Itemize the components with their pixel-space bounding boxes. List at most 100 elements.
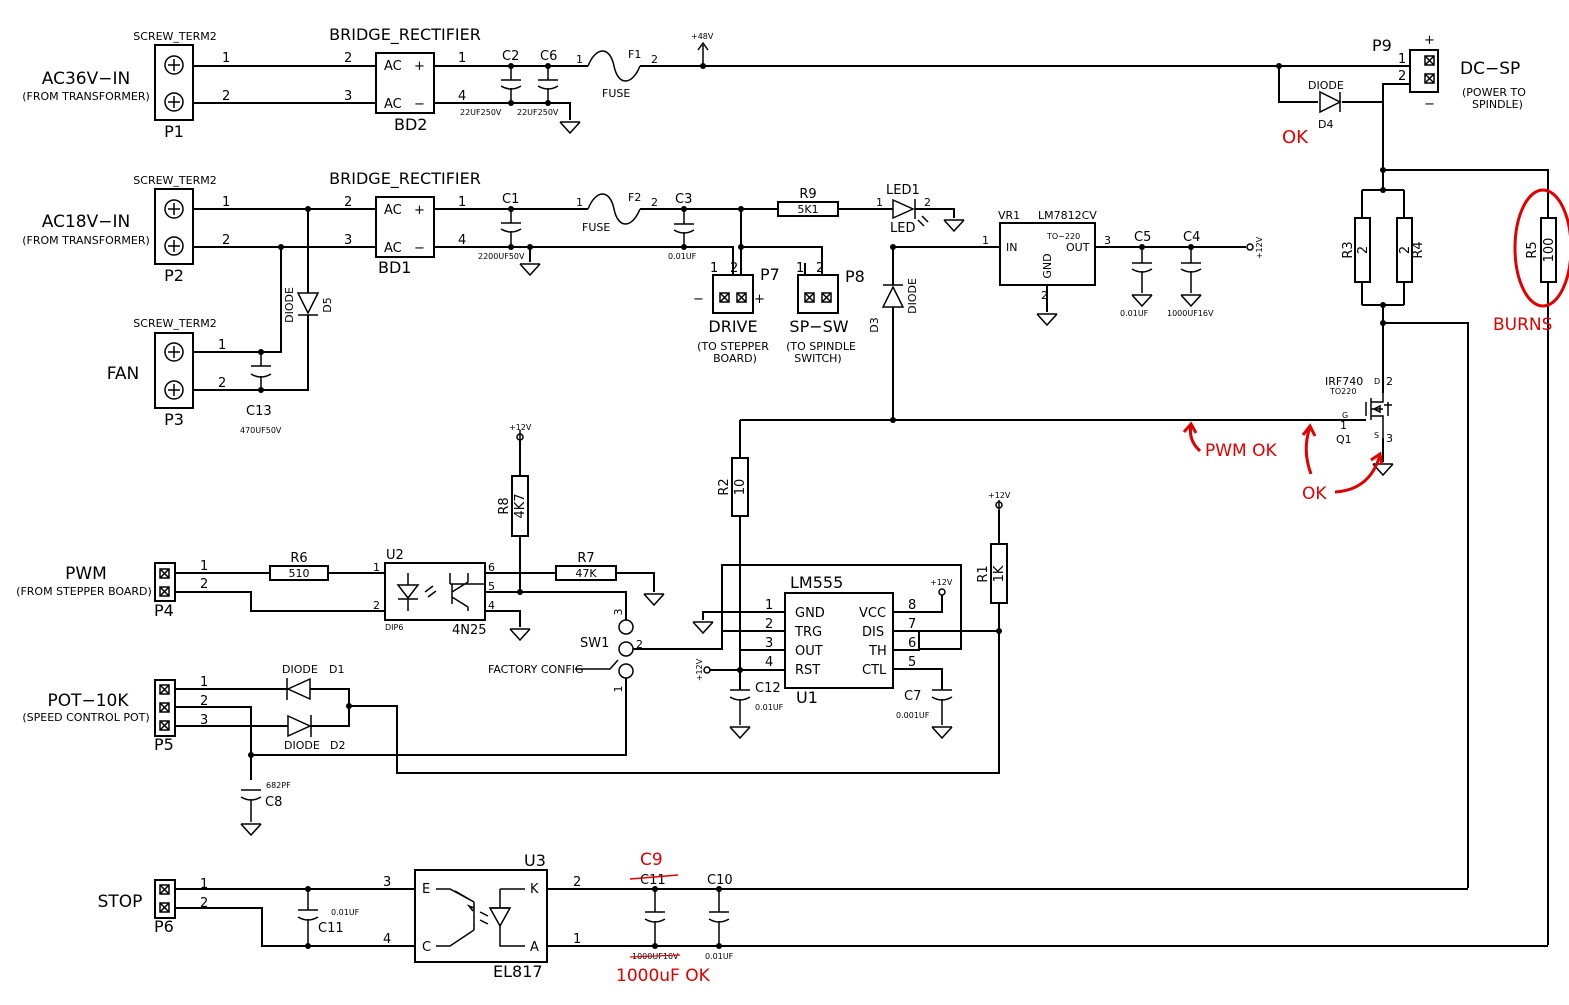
bridge-bd1: BRIDGE_RECTIFIER AC AC + − BD1 2 3 1 4 [329, 169, 481, 277]
connector-p4: P4 PWM (FROM STEPPER BOARD) 1 2 [16, 559, 208, 620]
diode-d1: DIODE D1 [282, 663, 344, 701]
bd2-ac2: AC [384, 97, 402, 112]
p9-sub1: (POWER TO [1462, 86, 1526, 99]
r4-ref: R4 [1411, 241, 1426, 258]
p9-label: DC−SP [1460, 59, 1520, 79]
mosfet-q1: IRF740 TO220 Q1 G D S 1 2 3 [1325, 375, 1393, 446]
connector-p1: SCREW_TERM2 P1 AC36V−IN (FROM TRANSFORME… [22, 30, 230, 141]
f2-pin2: 2 [651, 196, 658, 209]
fuse-f1: F1 FUSE 1 2 [576, 48, 658, 100]
p5-pin1: 1 [200, 675, 208, 690]
annotation-ok-arrow-1 [1301, 423, 1317, 475]
u2-ref: U2 [386, 548, 404, 563]
r1-ref: R1 [976, 565, 991, 582]
p9-sub2: SPINDLE) [1472, 98, 1523, 111]
vr1-pin3: 3 [1104, 234, 1111, 247]
p9-plus: + [1424, 33, 1435, 48]
p4-ref: P4 [154, 601, 174, 620]
p6-ref: P6 [154, 917, 174, 936]
p2-ref: P2 [164, 266, 184, 285]
r9-value: 5K1 [797, 203, 818, 216]
resistor-r6: R6 510 [269, 551, 329, 581]
p4-label: PWM [65, 564, 107, 584]
u1-pin7-name: DIS [862, 625, 884, 640]
r3-value: 2 [1356, 246, 1371, 254]
resistor-r3: R3 2 [1341, 190, 1371, 305]
annotation-value-strike [629, 954, 681, 958]
d3-value: DIODE [906, 278, 919, 314]
p5-label: POT−10K [47, 691, 129, 711]
p8-ref: P8 [845, 267, 865, 286]
connector-p8: P8 1 2 SP−SW (TO SPINDLE SWITCH) [786, 261, 865, 365]
c12-ref: C12 [755, 681, 781, 696]
p7-pin2: 2 [730, 261, 738, 276]
d4-value: DIODE [1308, 79, 1344, 92]
p1-type: SCREW_TERM2 [133, 30, 216, 43]
p4-pin1: 1 [200, 559, 208, 574]
f1-label: FUSE [602, 87, 630, 100]
c5-ref: C5 [1134, 230, 1151, 245]
cap-c8: 682PF C8 [240, 781, 291, 822]
cap-c1: C1 2200UF50V [478, 192, 525, 261]
q1-pkg: TO220 [1329, 387, 1356, 396]
vr1-gnd: GND [1041, 253, 1054, 278]
p4-sub: (FROM STEPPER BOARD) [16, 585, 152, 598]
u3-pin4: 4 [383, 932, 391, 947]
vr1-ref: VR1 [998, 209, 1020, 222]
u3-pin2: 2 [573, 875, 581, 890]
diode-d5: DIODE D5 [283, 287, 334, 323]
u1-pin7: 7 [908, 617, 916, 632]
c2-ref: C2 [502, 49, 519, 64]
bd1-ac2: AC [384, 241, 402, 256]
led-led1: LED1 LED 1 2 [876, 183, 931, 236]
bd2-pin1: 1 [458, 51, 466, 66]
bd1-pin2: 2 [344, 195, 352, 210]
c12-value: 0.01UF [755, 703, 784, 712]
p1-pin2: 2 [222, 89, 230, 104]
r5-value: 100 [1542, 238, 1557, 263]
q1-g: G [1342, 411, 1348, 420]
p1-ref: P1 [164, 122, 184, 141]
c9-ref: C11 [640, 873, 666, 888]
resistor-r9: R9 5K1 [777, 187, 839, 217]
vr1-out: OUT [1066, 241, 1090, 254]
p5-pin3: 3 [200, 713, 208, 728]
switch-sw1: SW1 FACTORY CONFIG 3 2 1 [488, 609, 643, 693]
cap-c2: C2 22UF250V [460, 49, 522, 117]
p7-minus: − [693, 292, 704, 307]
bd2-pin2: 2 [344, 51, 352, 66]
u1-pin1: 1 [765, 598, 773, 613]
resistor-r7: R7 47K [555, 551, 617, 581]
r2-ref: R2 [717, 478, 732, 495]
u1-pin8-name: VCC [859, 606, 886, 621]
c1-ref: C1 [502, 192, 519, 207]
p9-ref: P9 [1372, 36, 1392, 55]
vr1-in: IN [1006, 241, 1017, 254]
p7-sub1: (TO STEPPER [697, 340, 769, 353]
sw1-pin1: 1 [612, 686, 625, 693]
c7-value: 0.001UF [896, 711, 930, 720]
u3-a: A [530, 940, 539, 955]
led1-ref: LED1 [886, 183, 920, 198]
r8-value: 4K7 [513, 493, 528, 518]
p1-pin1: 1 [222, 51, 230, 66]
c11-ref: C11 [318, 921, 344, 936]
resistor-r1: R1 1K [976, 543, 1008, 604]
u2-pin1: 1 [373, 561, 380, 574]
r2-value: 10 [733, 479, 748, 496]
r6-ref: R6 [290, 551, 307, 566]
d4-ref: D4 [1318, 118, 1333, 131]
p6-label: STOP [98, 892, 143, 912]
rail-12v-r8: +12V [509, 423, 532, 432]
cap-c5: C5 0.01UF [1120, 230, 1153, 318]
p3-ref: P3 [164, 410, 184, 429]
c3-value: 0.01UF [668, 252, 697, 261]
u2-pin4: 4 [488, 599, 495, 612]
led1-value: LED [890, 221, 915, 236]
r5-ref: R5 [1525, 241, 1540, 258]
cap-c3: C3 0.01UF [668, 192, 697, 261]
u3-k: K [530, 882, 539, 897]
diode-d4: DIODE D4 [1308, 79, 1344, 131]
bd2-pin3: 3 [344, 89, 352, 104]
